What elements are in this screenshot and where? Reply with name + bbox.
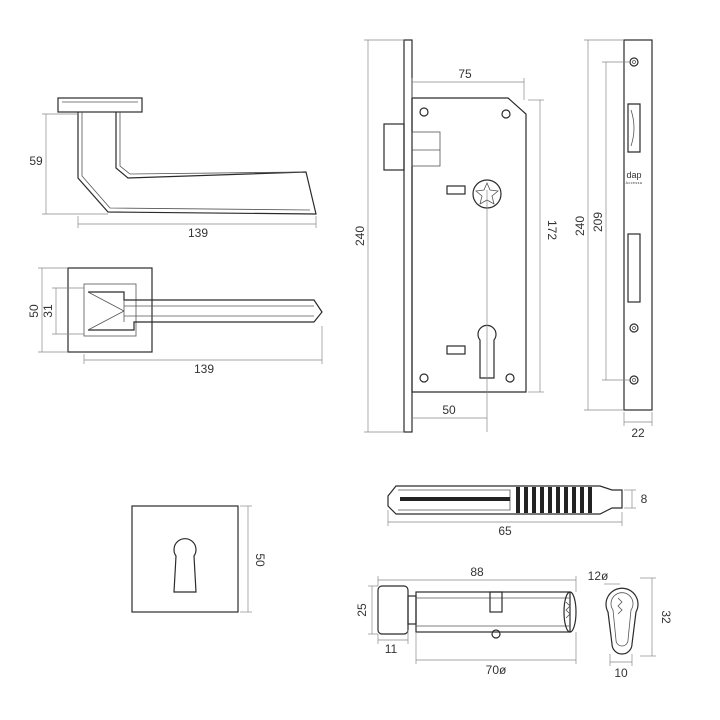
key-length-label: 65 (498, 524, 512, 538)
strike-width-label: 22 (631, 426, 645, 440)
lever-top-length-label: 139 (194, 362, 214, 376)
brand-logo-text: dap (626, 170, 641, 180)
backset-label: 75 (458, 67, 472, 81)
profile-width-label: 10 (614, 666, 628, 680)
lever-top-view: 50 31 139 (27, 267, 323, 376)
profile-height-label: 32 (659, 610, 673, 624)
centre-distance-label: 50 (442, 403, 456, 417)
lever-side-height-label: 59 (29, 154, 43, 168)
cylinder-profile-view: 12ø 32 10 (588, 569, 673, 680)
cylinder-body-length-label: 70ø (486, 663, 507, 677)
key: 65 8 (387, 485, 648, 538)
lever-side-length-label: 139 (188, 226, 208, 240)
body-height-label: 172 (545, 220, 559, 240)
cylinder-length-label: 88 (470, 565, 484, 579)
strike-height-label: 240 (573, 216, 587, 236)
escutcheon: 50 (131, 505, 267, 613)
key-width-label: 8 (641, 492, 648, 506)
escutcheon-size-label: 50 (253, 553, 267, 567)
lever-side-view: 59 139 (29, 97, 317, 240)
key-grip-ridges (516, 487, 592, 513)
faceplate-height-label: 240 (353, 226, 367, 246)
rose-outer-label: 50 (27, 304, 41, 318)
knob-width-label: 11 (385, 642, 398, 656)
brand-sub-text: Accessa (626, 181, 643, 185)
strike-plate: dap Accessa 240 209 22 (573, 39, 653, 440)
mortise-lock-body: 75 240 172 50 (353, 39, 559, 433)
end-diameter-label: 12ø (588, 569, 609, 583)
cylinder-side-view: 88 25 11 70ø (355, 565, 577, 677)
hole-spacing-label: 209 (591, 212, 605, 232)
knob-height-label: 25 (355, 603, 369, 617)
rose-inner-label: 31 (41, 304, 55, 318)
